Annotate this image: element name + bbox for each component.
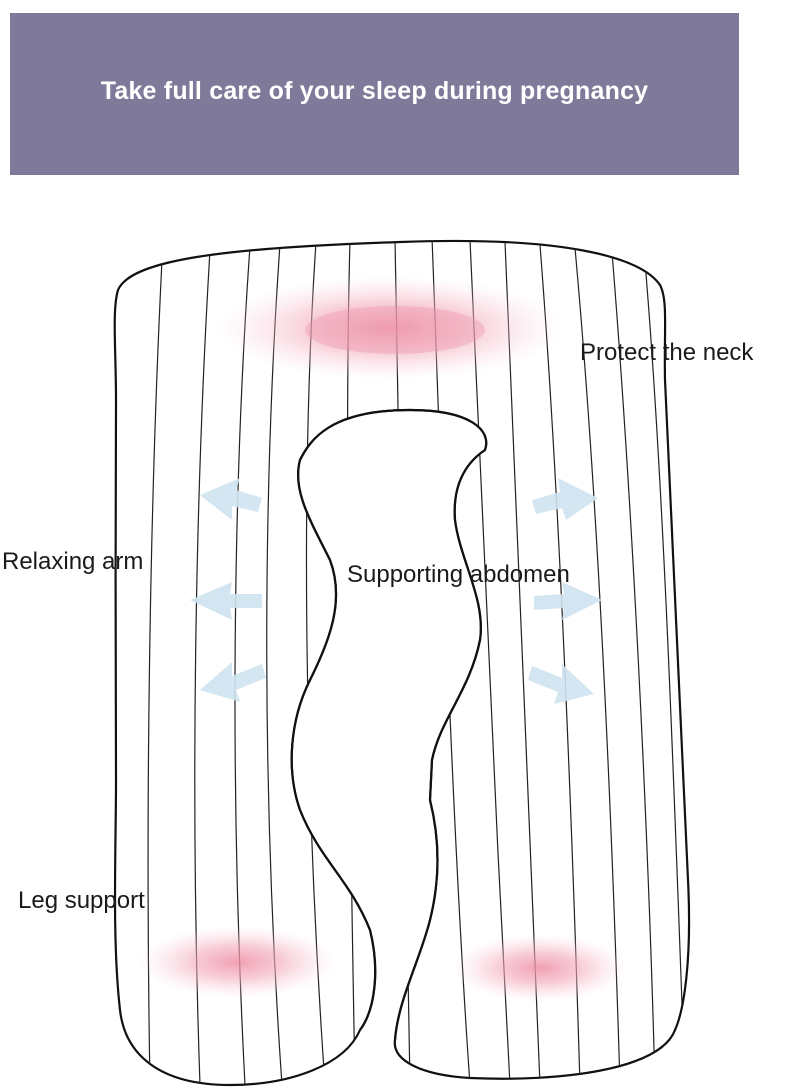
neck-glow-core <box>305 306 485 354</box>
header-banner: Take full care of your sleep during preg… <box>10 13 739 175</box>
label-supporting-abdomen: Supporting abdomen <box>347 561 570 588</box>
arrow-left-bot-icon <box>200 662 266 702</box>
label-relaxing-arm: Relaxing arm <box>2 548 144 575</box>
neck-glow-icon <box>215 276 565 380</box>
arrow-right-mid-icon <box>534 582 602 620</box>
arrow-right-bot-icon <box>528 664 594 704</box>
label-leg-support: Leg support <box>18 887 145 914</box>
leg-right-glow-icon <box>452 934 628 1002</box>
leg-left-glow-icon <box>138 926 338 998</box>
arrow-left-mid-icon <box>190 582 262 620</box>
pillow-inner-outline <box>290 408 488 1041</box>
label-protect-neck: Protect the neck <box>580 339 754 366</box>
arrow-right-top-icon <box>532 478 598 520</box>
airflow-arrows <box>190 478 602 704</box>
banner-title: Take full care of your sleep during preg… <box>100 76 649 105</box>
arrow-left-top-icon <box>200 478 262 520</box>
